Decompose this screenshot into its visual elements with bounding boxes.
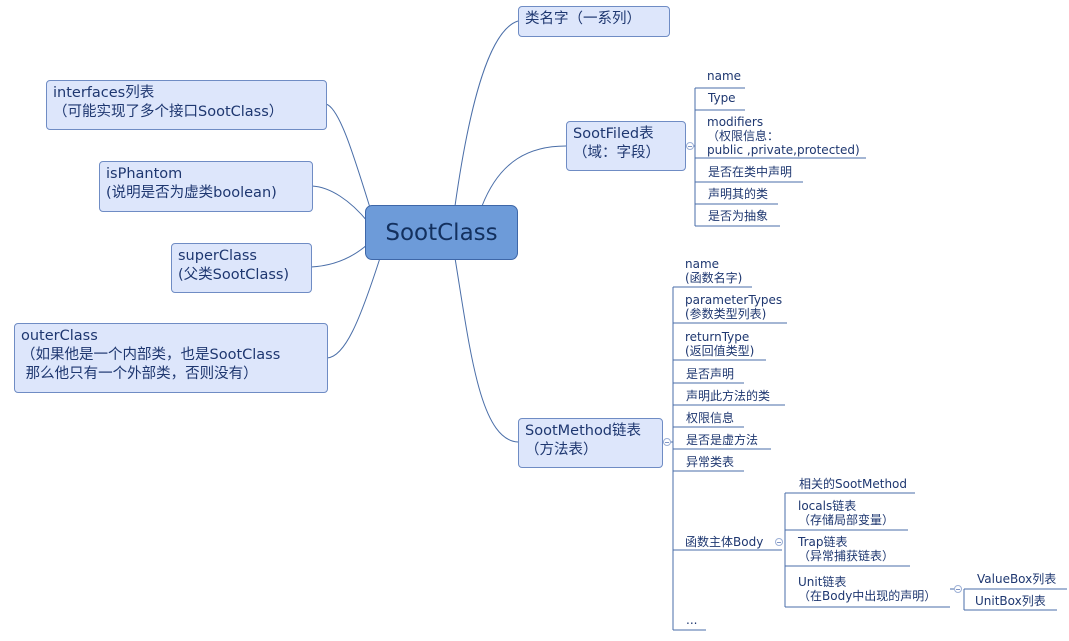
- link-interfaces: [325, 103, 373, 215]
- method-ellipsis: ...: [686, 613, 698, 627]
- method-declaring-class: 声明此方法的类: [686, 389, 771, 403]
- unit-collapse-icon[interactable]: [954, 585, 962, 593]
- field-modifiers: modifiers （权限信息： public ,private,protect…: [707, 115, 860, 157]
- method-name: name (函数名字): [685, 257, 743, 285]
- method-parameter-types: parameterTypes (参数类型列表): [685, 293, 783, 321]
- superclass-node[interactable]: superClass (父类SootClass): [171, 243, 312, 293]
- method-exceptions: 异常类表: [686, 455, 735, 469]
- methods-collapse-icon[interactable]: [663, 438, 671, 446]
- link-superclass: [310, 243, 369, 268]
- isphantom-node[interactable]: isPhantom (说明是否为虚类boolean): [99, 161, 313, 212]
- method-access: 权限信息: [686, 411, 735, 425]
- body-units: Unit链表 （在Body中出现的声明）: [798, 575, 937, 603]
- method-body: 函数主体Body: [685, 535, 764, 549]
- outerclass-node[interactable]: outerClass （如果他是一个内部类，也是SootClass 那么他只有一…: [14, 323, 328, 393]
- interfaces-node[interactable]: interfaces列表 （可能实现了多个接口SootClass）: [46, 80, 327, 130]
- link-outerclass: [326, 257, 381, 359]
- unit-unitbox: UnitBox列表: [975, 594, 1046, 608]
- field-declared: 是否在类中声明: [708, 165, 793, 179]
- method-declared: 是否声明: [686, 367, 735, 381]
- body-locals: locals链表 （存储局部变量）: [798, 499, 895, 527]
- methods-node[interactable]: SootMethod链表 （方法表）: [518, 418, 663, 468]
- body-collapse-icon[interactable]: [775, 538, 783, 546]
- method-return-type: returnType (返回值类型): [685, 330, 755, 358]
- field-declaring-class: 声明其的类: [708, 187, 769, 201]
- field-type: Type: [708, 91, 736, 105]
- link-isphantom: [311, 185, 369, 223]
- body-traps: Trap链表 （异常捕获链表）: [798, 535, 895, 563]
- link-classname: [454, 20, 519, 207]
- fields-node[interactable]: SootFiled表 （域：字段）: [566, 121, 686, 171]
- root-node[interactable]: SootClass: [365, 205, 518, 260]
- unit-valuebox: ValueBox列表: [977, 572, 1057, 586]
- method-virtual: 是否是虚方法: [686, 433, 759, 447]
- body-soot-method: 相关的SootMethod: [799, 477, 908, 491]
- link-methods: [454, 257, 519, 443]
- classname-node[interactable]: 类名字（一系列）: [518, 6, 670, 37]
- fields-collapse-icon[interactable]: [686, 142, 694, 150]
- link-fields: [481, 145, 567, 207]
- field-abstract: 是否为抽象: [708, 209, 769, 223]
- field-name: name: [707, 69, 742, 83]
